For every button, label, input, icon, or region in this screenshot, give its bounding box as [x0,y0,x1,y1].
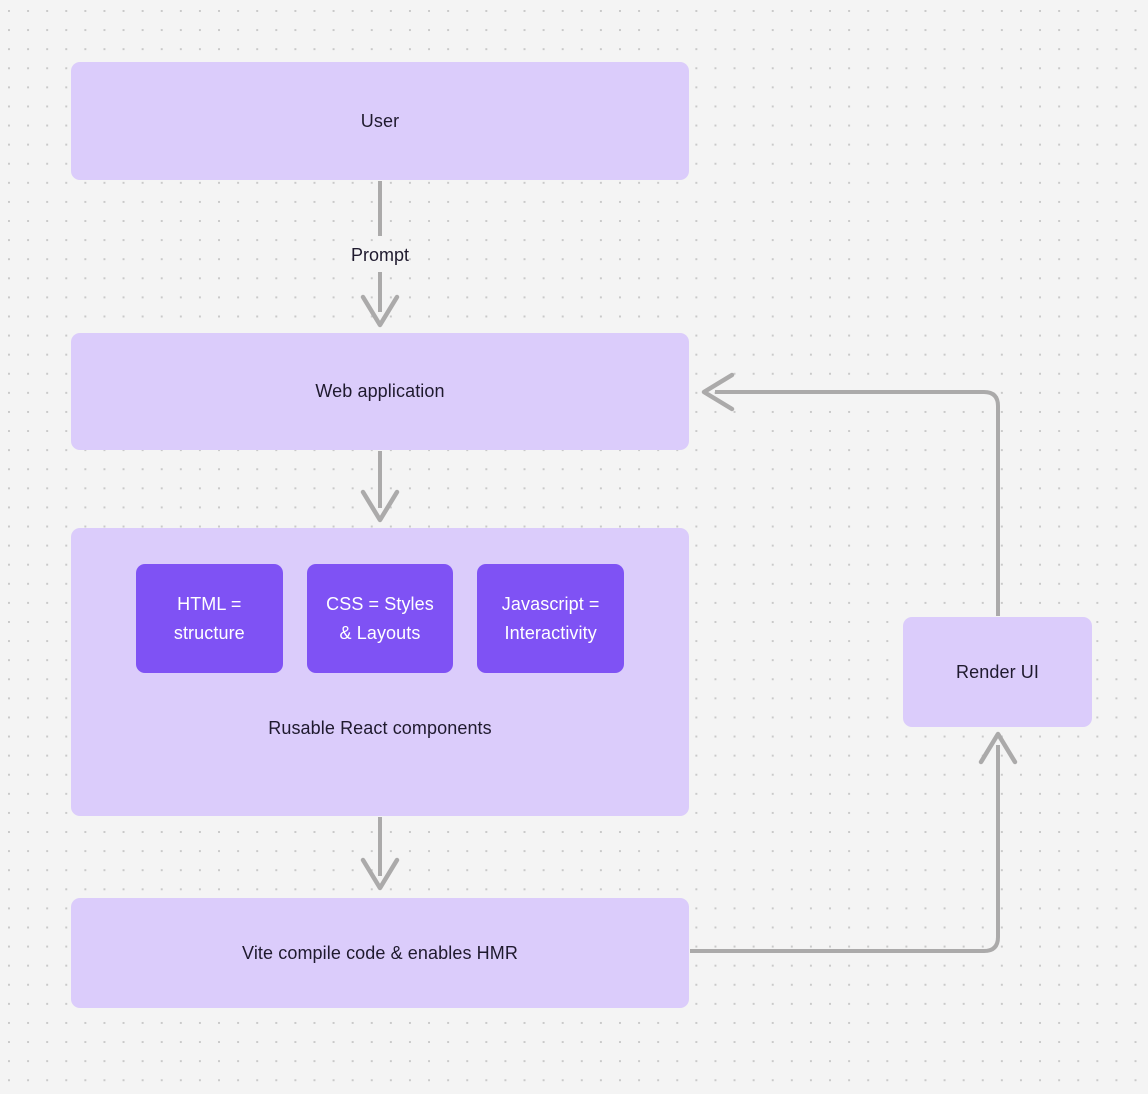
chip-html-label: HTML = structure [173,593,245,643]
node-react-components-caption: Rusable React components [268,718,492,738]
node-render-ui[interactable]: Render UI [903,617,1092,727]
node-vite-label: Vite compile code & enables HMR [242,942,518,963]
chip-javascript[interactable]: Javascript = Interactivity [477,564,625,673]
edge-label-prompt: Prompt [350,245,410,265]
edge-vite-to-render [690,731,1018,953]
chip-css-label: CSS = Styles & Layouts [326,593,434,643]
edge-webapp-to-components [360,451,400,523]
node-web-application[interactable]: Web application [71,333,689,450]
node-web-application-label: Web application [315,381,445,402]
chip-javascript-label: Javascript = Interactivity [501,593,600,643]
chip-row: HTML = structure CSS = Styles & Layouts … [136,564,625,673]
edge-components-to-vite [360,817,400,891]
node-react-components[interactable]: HTML = structure CSS = Styles & Layouts … [71,528,689,816]
chip-html[interactable]: HTML = structure [136,564,283,673]
node-user[interactable]: User [71,62,689,180]
edge-render-to-webapp [701,372,1000,616]
node-user-label: User [360,110,400,131]
node-vite[interactable]: Vite compile code & enables HMR [71,898,689,1008]
node-render-ui-label: Render UI [956,661,1039,682]
chip-css[interactable]: CSS = Styles & Layouts [306,564,454,673]
